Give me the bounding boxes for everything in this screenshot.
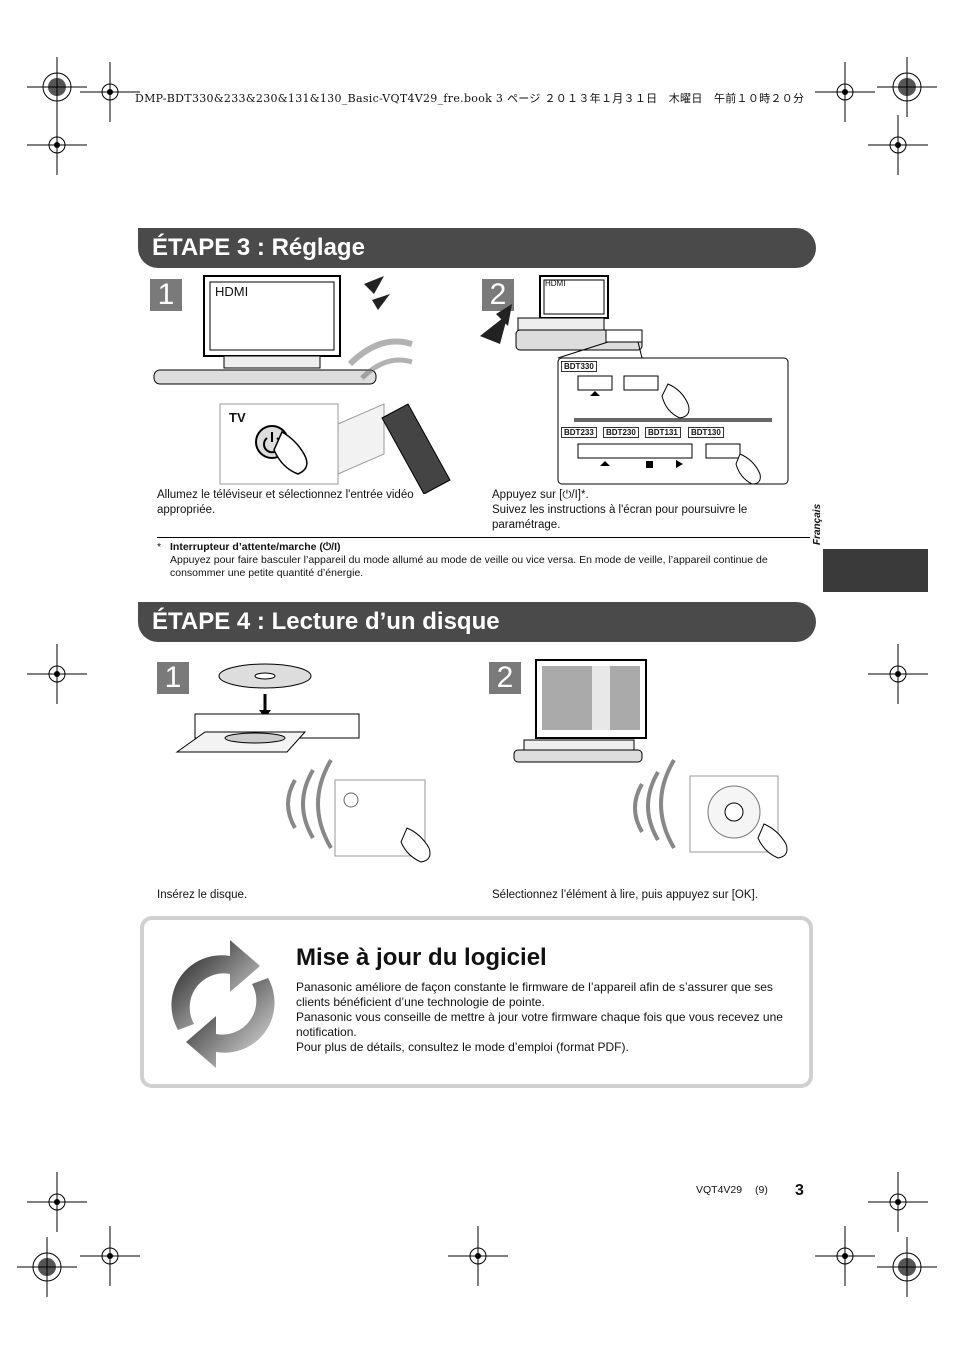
crosshair-mark-icon (27, 1172, 87, 1232)
crosshair-mark-icon (80, 1226, 140, 1286)
model-tag: BDT230 (603, 427, 639, 438)
model-tag: BDT130 (688, 427, 724, 438)
crosshair-mark-icon (448, 1226, 508, 1286)
step3-panel2-caption: Appuyez sur [⏻/I]*. Suivez les instructi… (492, 488, 802, 533)
language-tab (823, 549, 928, 592)
registration-mark-icon (17, 1237, 77, 1297)
menu-select-illustration-icon (513, 659, 788, 859)
step4-panel2-caption: Sélectionnez l’élément à lire, puis appu… (492, 889, 758, 901)
tv2-input-label: HDMI (545, 279, 566, 288)
footnote-text: Appuyez pour faire basculer l’appareil d… (170, 554, 768, 579)
update-cycle-icon (171, 940, 275, 1068)
footnote: Interrupteur d’attente/marche (⏻/I) Appu… (170, 541, 800, 580)
caption-line: Appuyez sur [⏻/I]*. (492, 489, 589, 501)
step3-panel1-number: 1 (150, 279, 182, 311)
doc-code-text: VQT4V29 (696, 1184, 743, 1196)
registration-mark-icon (27, 57, 87, 117)
step3-panel1-caption: Allumez le téléviseur et sélectionnez l'… (157, 489, 414, 516)
crosshair-mark-icon (27, 644, 87, 704)
disc-insert-illustration-icon (175, 663, 431, 863)
step4-panel1-number: 1 (157, 662, 189, 694)
tv-button-label: TV (229, 410, 246, 425)
model-tag: BDT233 (561, 427, 597, 438)
model-tag: BDT330 (561, 361, 597, 372)
caption-line: Suivez les instructions à l'écran pour p… (492, 504, 748, 531)
crosshair-mark-icon (868, 1172, 928, 1232)
crosshair-mark-icon (868, 115, 928, 175)
crosshair-mark-icon (27, 115, 87, 175)
footnote-title: Interrupteur d’attente/marche (⏻/I) (170, 541, 341, 553)
update-paragraph: Panasonic vous conseille de mettre à jou… (296, 1010, 783, 1039)
crosshair-mark-icon (868, 644, 928, 704)
step4-panel1-caption: Insérez le disque. (157, 889, 248, 901)
doc-code: VQT4V29 (9) (696, 1184, 768, 1196)
tv-illustration-icon (153, 275, 451, 494)
registration-mark-icon (877, 57, 937, 117)
footnote-divider (157, 537, 810, 538)
software-update-box (140, 916, 813, 1088)
step4-panel2-number: 2 (489, 662, 521, 694)
file-header-line: DMP-BDT330&233&230&131&130_Basic-VQT4V29… (135, 92, 805, 105)
registration-mark-icon (877, 1237, 937, 1297)
update-paragraph: Pour plus de détails, consultez le mode … (296, 1040, 629, 1054)
language-tab-label: Français (812, 503, 823, 545)
update-paragraph: Panasonic améliore de façon constante le… (296, 980, 773, 1009)
tv-input-label: HDMI (215, 284, 249, 299)
model-tag: BDT131 (645, 427, 681, 438)
crosshair-mark-icon (80, 62, 140, 122)
sub-page: (9) (755, 1184, 768, 1196)
crosshair-mark-icon (815, 62, 875, 122)
crosshair-mark-icon (815, 1226, 875, 1286)
update-title: Mise à jour du logiciel (296, 944, 547, 971)
step3-title: ÉTAPE 3 : Réglage (138, 228, 816, 268)
step3-panel2-number: 2 (482, 279, 514, 311)
footnote-marker: * (157, 541, 162, 553)
page-number: 3 (795, 1182, 804, 1199)
player-models-illustration-icon (480, 275, 789, 485)
update-text: Panasonic améliore de façon constante le… (296, 980, 796, 1055)
step4-title: ÉTAPE 4 : Lecture d’un disque (138, 602, 816, 642)
